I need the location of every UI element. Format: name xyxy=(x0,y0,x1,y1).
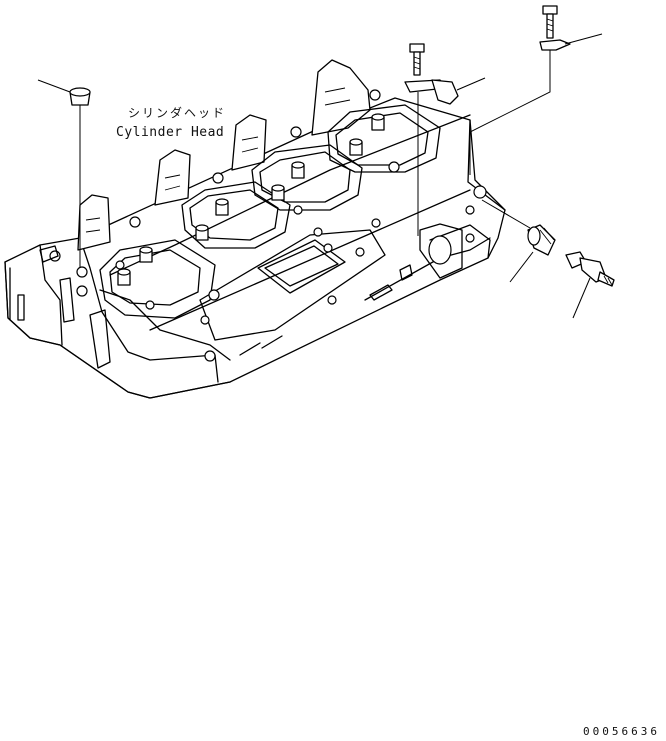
reference-number: 00056636 xyxy=(583,725,660,738)
plug-part xyxy=(37,79,91,268)
part-name-jp: シリンダヘッド xyxy=(128,106,227,120)
side-flange xyxy=(419,223,463,279)
sensor-part xyxy=(565,251,615,319)
rocker-bosses xyxy=(77,59,371,251)
part-name-en: Cylinder Head xyxy=(116,125,225,140)
clip-part-2 xyxy=(469,33,603,175)
clip-part xyxy=(404,77,486,236)
bolt-part-2 xyxy=(542,5,558,39)
valve-posts xyxy=(117,113,385,286)
end-face-details xyxy=(9,245,111,369)
bolt-part xyxy=(409,43,425,76)
fitting-part xyxy=(481,199,556,283)
gasket-face xyxy=(199,229,491,356)
bolt-holes xyxy=(49,89,487,362)
